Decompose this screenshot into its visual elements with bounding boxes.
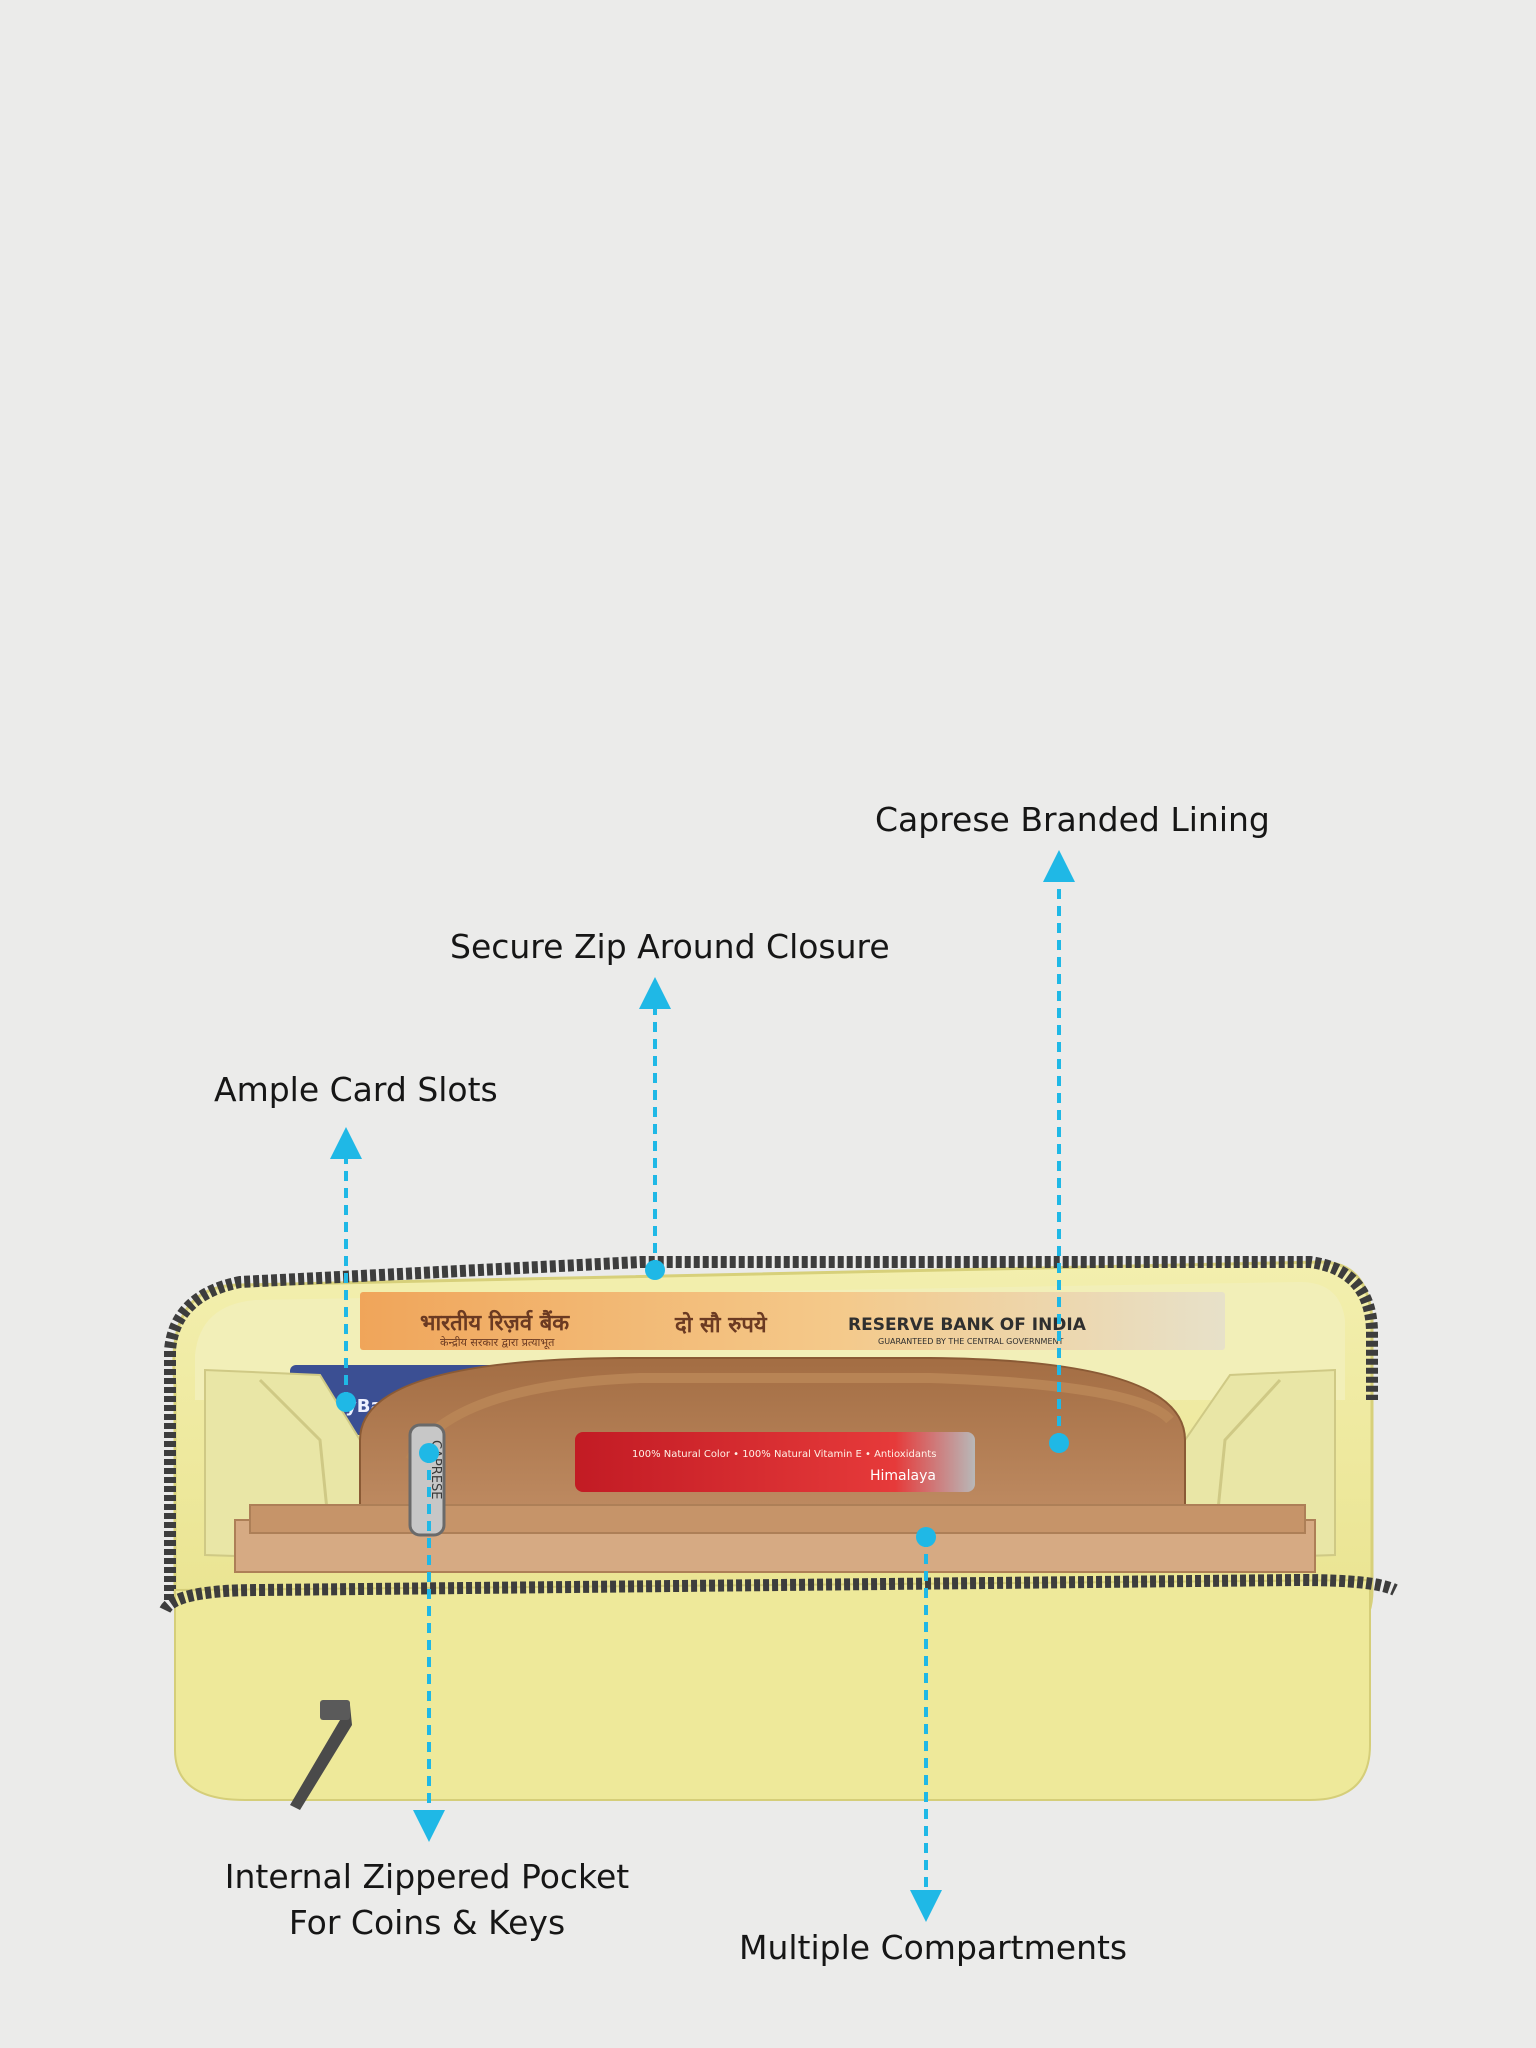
callout-dot-compartments — [916, 1527, 936, 1547]
lip-balm-brand: Himalaya — [870, 1468, 936, 1484]
callout-layer — [330, 850, 1075, 1922]
callout-dot-card-slots — [336, 1392, 356, 1412]
wallet-front-panel — [174, 1578, 1371, 1801]
banknote-hindi-sub: केन्द्रीय सरकार द्वारा प्रत्याभूत — [440, 1336, 555, 1350]
lip-balm: 100% Natural Color • 100% Natural Vitami… — [575, 1432, 975, 1492]
banknote-amount: दो सौ रुपये — [674, 1311, 768, 1338]
label-multiple-compartments: Multiple Compartments — [739, 1928, 1128, 1967]
callout-zip-closure — [639, 977, 671, 1280]
callout-dot-zip-closure — [645, 1260, 665, 1280]
label-ample-card-slots: Ample Card Slots — [214, 1070, 498, 1109]
banknote-hindi: भारतीय रिज़र्व बैंक — [420, 1309, 570, 1336]
callout-dot-lining — [1049, 1433, 1069, 1453]
callout-arrowhead-compartments — [910, 1890, 942, 1922]
callout-lining — [1043, 850, 1075, 1453]
label-internal-zippered-pocket: Internal Zippered Pocket For Coins & Key… — [225, 1854, 629, 1946]
lip-balm-text: 100% Natural Color • 100% Natural Vitami… — [632, 1449, 936, 1460]
callout-arrowhead-zip-closure — [639, 977, 671, 1009]
banknote: भारतीय रिज़र्व बैंक केन्द्रीय सरकार द्वा… — [360, 1292, 1225, 1350]
main-zipper-front — [159, 1573, 1398, 1614]
front-zip-puller — [290, 1700, 352, 1810]
pocket-zipper-tape — [405, 1373, 1174, 1463]
label-secure-zip-around-closure: Secure Zip Around Closure — [450, 927, 890, 966]
callout-compartments — [910, 1527, 942, 1922]
callout-arrowhead-zipper-pocket — [413, 1810, 445, 1842]
main-zipper-top — [164, 1256, 1378, 1600]
callout-card-slots — [330, 1127, 362, 1412]
banknote-english: RESERVE BANK OF INDIA — [848, 1315, 1087, 1335]
callout-arrowhead-lining — [1043, 850, 1075, 882]
wallet: भारतीय रिज़र्व बैंक केन्द्रीय सरकार द्वा… — [159, 1256, 1398, 1810]
banknote-english-sub: GUARANTEED BY THE CENTRAL GOVERNMENT — [878, 1337, 1063, 1346]
label-caprese-branded-lining: Caprese Branded Lining — [875, 800, 1270, 839]
callout-dot-zipper-pocket — [419, 1443, 439, 1463]
compartment-middle — [249, 1504, 1306, 1534]
label-internal-zippered-pocket-line2: For Coins & Keys — [288, 1903, 566, 1942]
callout-zipper-pocket — [413, 1443, 445, 1842]
callout-arrowhead-card-slots — [330, 1127, 362, 1159]
label-internal-zippered-pocket-line1: Internal Zippered Pocket — [224, 1857, 630, 1896]
